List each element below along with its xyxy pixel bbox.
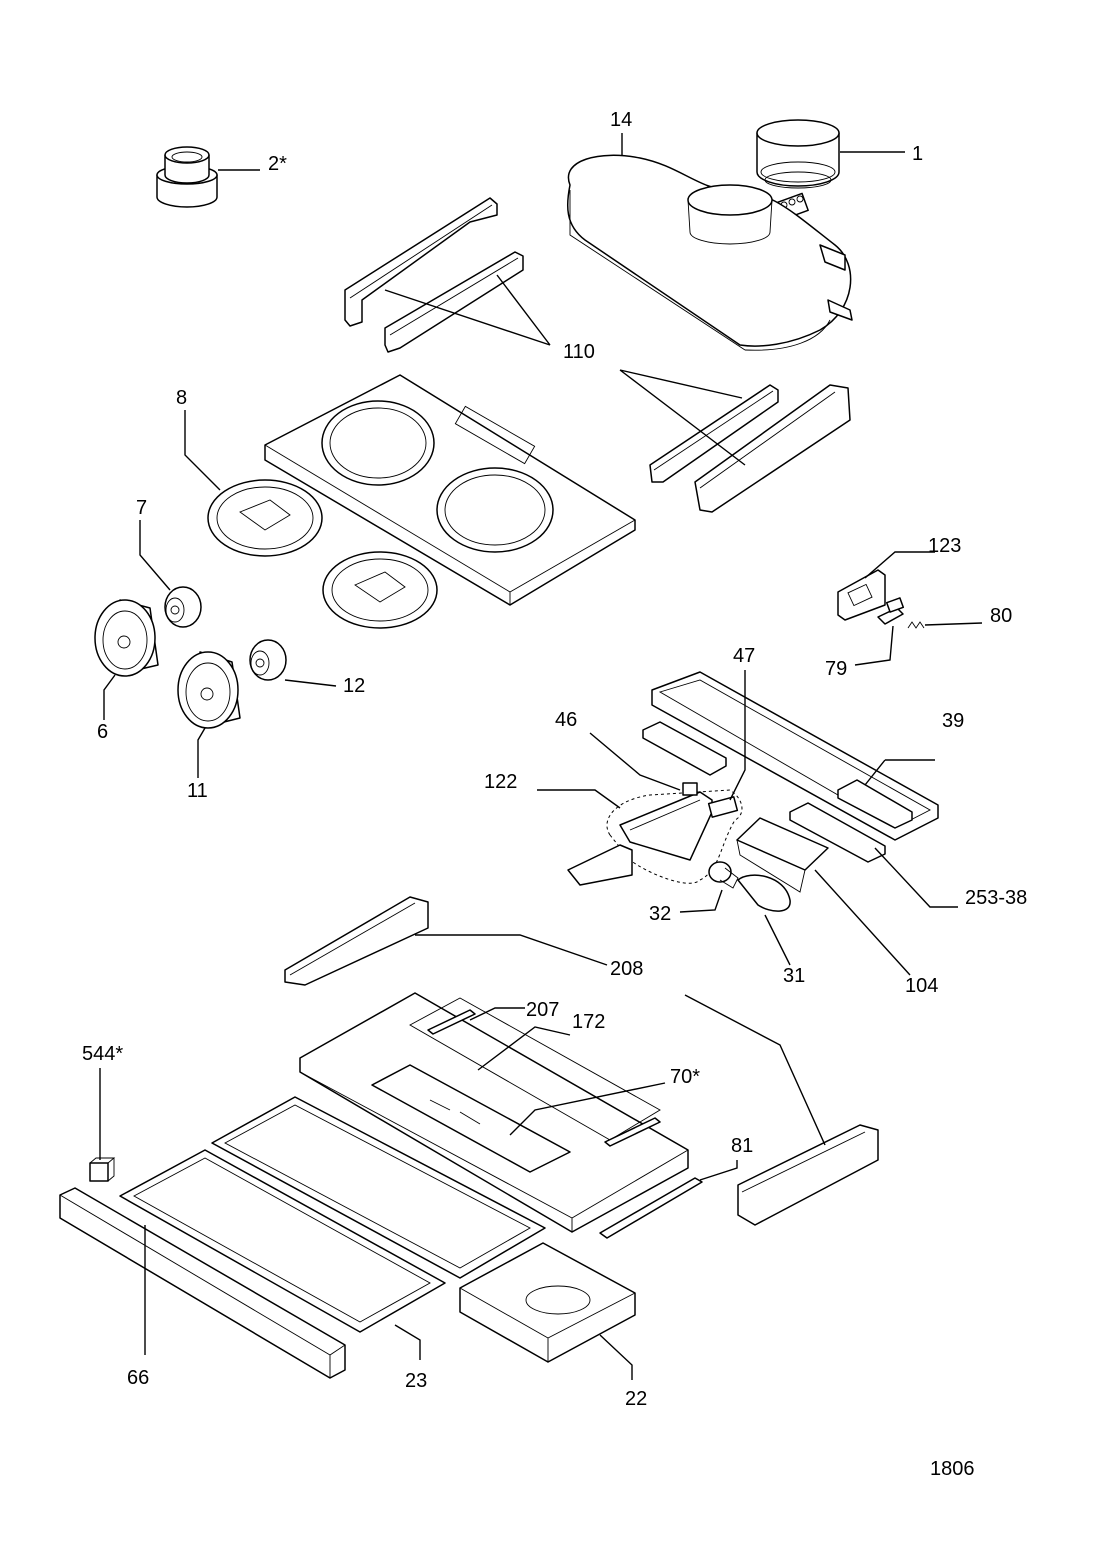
part-lamp-covers xyxy=(642,721,913,863)
label-11: 11 xyxy=(187,780,208,802)
label-7: 7 xyxy=(136,497,147,519)
label-47: 47 xyxy=(733,645,755,667)
part-22-tray xyxy=(459,1242,636,1363)
part-11-impeller xyxy=(177,651,241,729)
label-12: 12 xyxy=(343,675,365,697)
label-46: 46 xyxy=(555,709,577,731)
drawing-number: 1806 xyxy=(930,1458,975,1480)
part-base-plate xyxy=(264,374,636,606)
part-8-motor-plate xyxy=(207,479,438,629)
label-39: 39 xyxy=(942,710,964,732)
part-79-switch xyxy=(877,597,905,625)
part-81-slider xyxy=(599,1177,703,1239)
label-79: 79 xyxy=(825,658,847,680)
label-253-38: 253-38 xyxy=(965,887,1027,909)
label-1: 1 xyxy=(912,143,923,165)
part-23-filter-frame xyxy=(119,1149,446,1333)
label-110: 110 xyxy=(563,341,595,363)
label-70: 70* xyxy=(670,1066,700,1088)
label-207: 207 xyxy=(526,999,559,1021)
part-31-bulb xyxy=(737,874,791,912)
part-7-hub xyxy=(164,586,202,628)
part-66-front-strip xyxy=(59,1187,346,1379)
label-81: 81 xyxy=(731,1135,753,1157)
label-80: 80 xyxy=(990,605,1012,627)
label-122: 122 xyxy=(484,771,517,793)
part-32-lamp-holder xyxy=(708,861,739,889)
label-23: 23 xyxy=(405,1370,427,1392)
label-123: 123 xyxy=(928,535,961,557)
part-6-impeller xyxy=(94,599,159,677)
part-208-side-profile xyxy=(284,896,879,1226)
switch-bracket xyxy=(567,844,633,886)
label-22: 22 xyxy=(625,1388,647,1410)
label-31: 31 xyxy=(783,965,805,987)
part-filter-frame-upper xyxy=(211,1096,546,1279)
label-208: 208 xyxy=(610,958,643,980)
label-2: 2* xyxy=(268,153,287,175)
part-122-switch-box xyxy=(606,782,743,884)
part-80-spring xyxy=(907,621,925,629)
part-12-hub xyxy=(249,639,287,681)
part-70-glass xyxy=(371,1064,571,1173)
label-66: 66 xyxy=(127,1367,149,1389)
part-1-collar xyxy=(756,119,840,189)
label-6: 6 xyxy=(97,721,108,743)
part-2-reducer xyxy=(156,146,218,208)
part-544-cube xyxy=(89,1157,116,1182)
part-104-reflector xyxy=(736,817,829,893)
part-207-clip xyxy=(427,1009,661,1147)
label-14: 14 xyxy=(610,109,632,131)
label-544: 544* xyxy=(82,1043,123,1065)
part-110-rails xyxy=(344,197,851,513)
label-104: 104 xyxy=(905,975,938,997)
label-172: 172 xyxy=(572,1011,605,1033)
part-14-housing xyxy=(566,154,853,351)
label-32: 32 xyxy=(649,903,671,925)
leader-lines xyxy=(99,133,983,1380)
part-labels: 2* 1 14 110 8 7 6 11 12 123 80 79 47 46 … xyxy=(82,109,1027,1480)
part-123-bracket xyxy=(837,569,886,621)
label-8: 8 xyxy=(176,387,187,409)
